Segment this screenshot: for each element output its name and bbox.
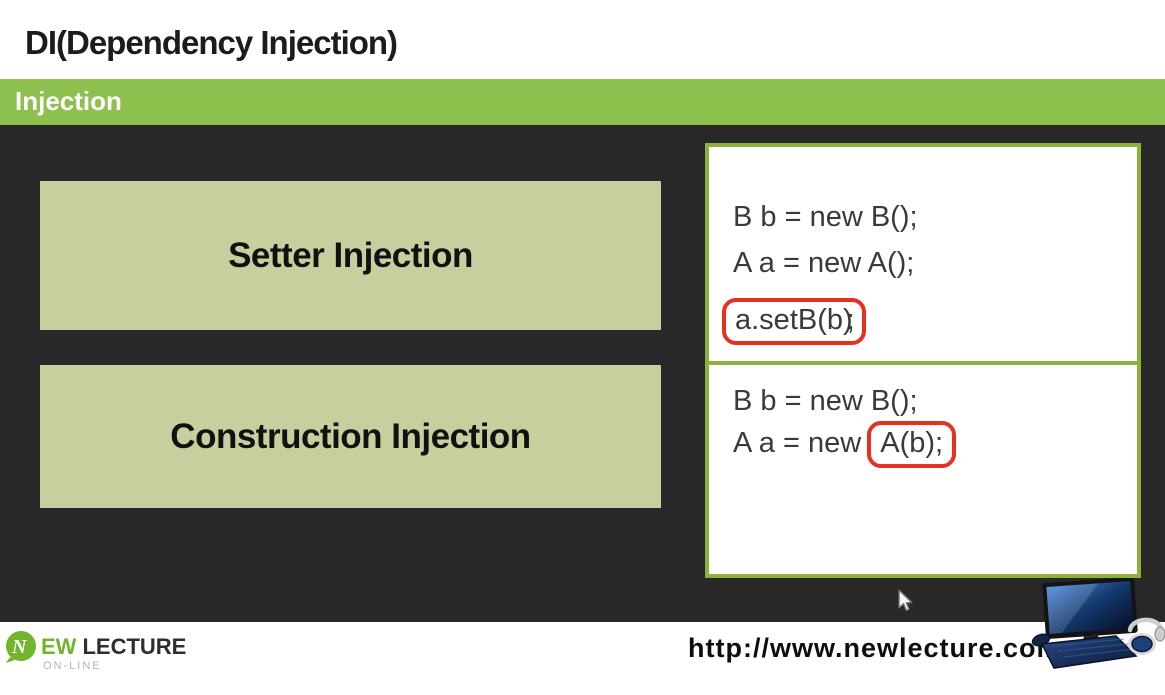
code-text: A a = new A();	[733, 247, 915, 279]
site-url: http://www.newlecture.com	[688, 633, 1062, 663]
section-header-bar: Injection	[0, 79, 1165, 125]
section-header-label: Injection	[15, 86, 122, 116]
code-line: B b = new B();	[733, 380, 1137, 422]
slide-body: Setter Injection Construction Injection …	[0, 125, 1165, 622]
slide-title: DI(Dependency Injection)	[25, 24, 398, 61]
code-line: B b = new B();	[733, 194, 1137, 240]
code-text: A a = new	[733, 427, 870, 459]
setter-injection-box: Setter Injection	[40, 181, 661, 330]
monitor-icon	[1042, 578, 1138, 658]
computer-illustration	[1031, 578, 1165, 669]
headphones-icon	[1127, 617, 1165, 655]
logo-lecture-text: LECTURE	[82, 634, 187, 659]
code-line: a.setB(b);	[722, 297, 1137, 345]
setter-code-section: B b = new B(); A a = new A(); a.setB(b);	[709, 147, 1137, 365]
highlighted-code: a.setB(b)	[722, 298, 866, 345]
construction-code-section: B b = new B(); A a = new A(b);	[709, 365, 1137, 574]
code-text: B b = new B();	[733, 201, 918, 233]
construction-injection-label: Construction Injection	[170, 416, 531, 456]
highlighted-code: A(b);	[867, 421, 957, 468]
code-line: A a = new A();	[733, 240, 1137, 286]
setter-injection-label: Setter Injection	[228, 235, 473, 275]
logo-ew-text: EW	[41, 634, 77, 659]
code-text: B b = new B();	[733, 385, 918, 417]
code-panel: B b = new B(); A a = new A(); a.setB(b); B…	[705, 143, 1141, 578]
logo-online-text: ON-LINE	[43, 660, 102, 672]
mouse-cursor-icon	[898, 589, 913, 612]
code-line: A a = new A(b);	[733, 421, 1137, 468]
code-text: ;	[846, 304, 855, 336]
title-strip: DI(Dependency Injection)	[0, 0, 1165, 79]
keyboard-icon	[1040, 635, 1138, 669]
svg-text:N: N	[11, 636, 28, 658]
construction-injection-box: Construction Injection	[40, 365, 661, 508]
logo-n-icon: N	[6, 631, 36, 663]
